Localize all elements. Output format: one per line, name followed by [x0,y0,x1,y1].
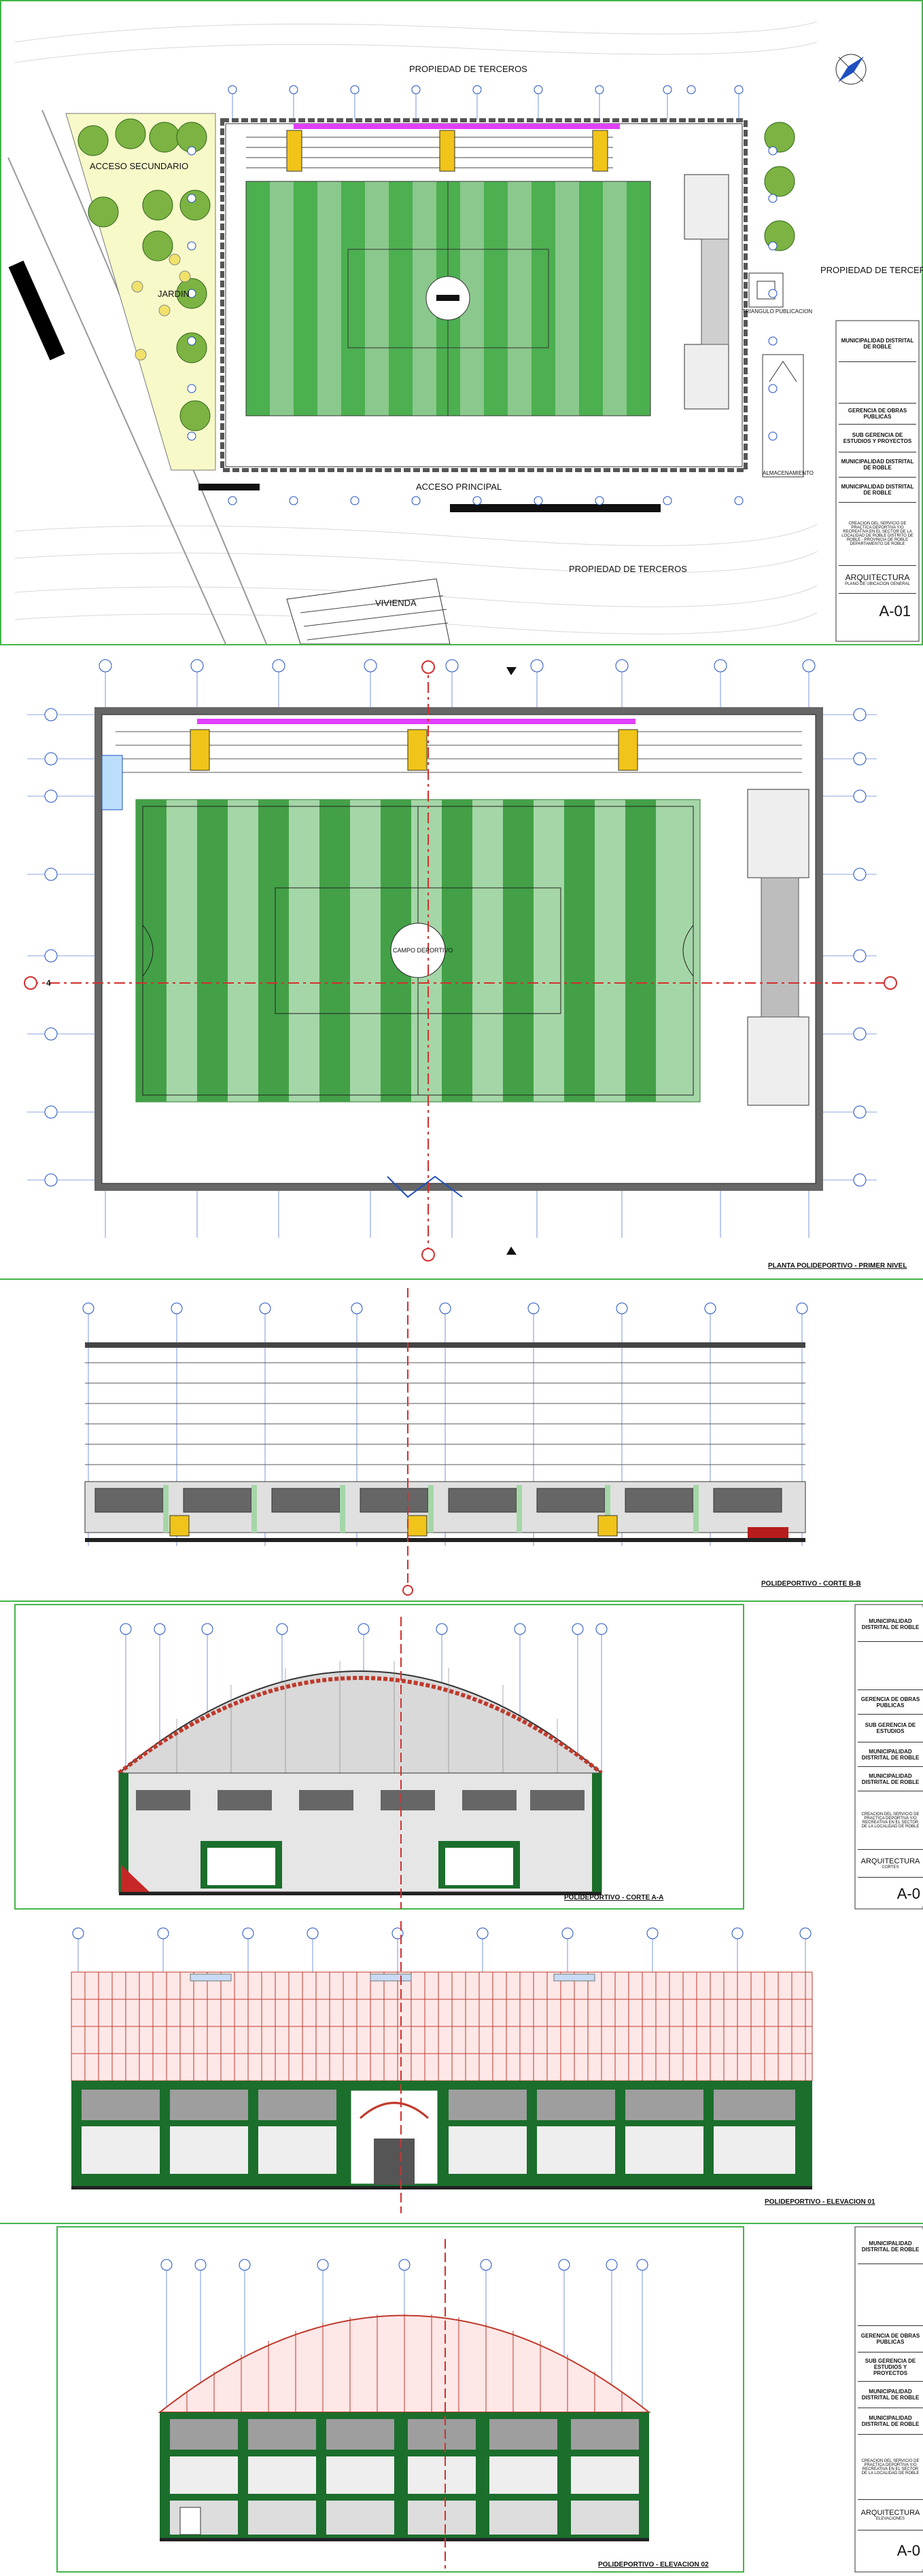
services-block [684,174,729,240]
bleachers-magenta [294,124,620,129]
tb-specialty-text: ARQUITECTURA [860,2509,920,2517]
road [7,157,226,644]
floor-plan-caption: PLANTA POLIDEPORTIVO - PRIMER NIVEL [768,1262,907,1270]
tb-project: CREACION DEL SERVICIO DE PRACTICA DEPORT… [858,1791,923,1850]
tb-blank [858,2264,923,2326]
label-garden: JARDIN [158,289,190,299]
section-bb-red-door [748,1527,788,1538]
tb-office3: MUNICIPALIDAD DISTRITAL DE ROBLE [858,1742,923,1767]
tb-office3: MUNICIPALIDAD DISTRITAL DE ROBLE [858,2382,923,2408]
title-block-cortes: MUNICIPALIDAD DISTRITAL DE ROBLE GERENCI… [858,1607,923,1906]
label-flag-triangle: TRIANGULO PUBLICACION [742,308,813,315]
elevation-01-drawing [71,1921,813,2213]
sheet-elevation-01: POLIDEPORTIVO - ELEVACION 01 [0,1914,923,2224]
site-plan-drawing [7,21,920,644]
tb-blank [858,1642,923,1690]
tb-office4: MUNICIPALIDAD DISTRITAL DE ROBLE [858,2408,923,2435]
label-east-neighbor: PROPIEDAD DE TERCEROS [820,265,923,275]
label-main-access: ACCESO PRINCIPAL [416,482,502,492]
tb-plan-title: CORTES [882,1865,899,1870]
tb-office2: SUB GERENCIA DE ESTUDIOS Y PROYECTOS [839,425,916,452]
title-block-a01: MUNICIPALIDAD DISTRITAL DE ROBLE GERENCI… [839,326,916,639]
floor-plan-drawing [24,659,897,1262]
floor-section-mark: 4 [46,978,51,988]
tb-specialty: ARQUITECTURA CORTES [858,1850,923,1878]
sheet-site-plan: PROPIEDAD DE TERCEROS PROPIEDAD DE TERCE… [0,0,923,645]
main-access-bar [450,504,661,512]
tb-office2: SUB GERENCIA DE ESTUDIOS Y PROYECTOS [858,2353,923,2382]
tb-sheet-number: A-01 [839,594,916,629]
tb-sheet-number-text: A-0 [896,2542,920,2559]
sheet-section-bb: POLIDEPORTIVO - CORTE B-B [0,1281,923,1602]
section-aa-stair [121,1865,150,1892]
section-bb-drawing [82,1288,808,1596]
tb-office1: GERENCIA DE OBRAS PUBLICAS [839,404,916,425]
tb-project: CREACION DEL SERVICIO DE PRACTICA DEPORT… [839,503,916,566]
elevation-02-caption: POLIDEPORTIVO - ELEVACION 02 [598,2561,709,2569]
tb-specialty: ARQUITECTURA PLANO DE UBICACION GENERAL [839,566,916,594]
floor-corridor [761,877,799,1018]
floor-field-label: CAMPO DEPORTIVO [393,947,453,954]
tb-blank [839,362,916,404]
section-aa-caption: POLIDEPORTIVO - CORTE A-A [564,1894,664,1901]
tb-office1: GERENCIA DE OBRAS PUBLICAS [858,2326,923,2353]
tb-project: CREACION DEL SERVICIO DE PRACTICA DEPORT… [858,2435,923,2500]
tb-sheet-number-text: A-0 [896,1885,920,1902]
tb-specialty: ARQUITECTURA ELEVACIONES [858,2500,923,2530]
tb-sheet-number: A-0 [858,1878,923,1910]
elevation-01-caption: POLIDEPORTIVO - ELEVACION 01 [765,2198,875,2206]
tb-sheet-number-text: A-01 [879,603,911,620]
road-marking [8,260,65,361]
title-block-elevaciones: MUNICIPALIDAD DISTRITAL DE ROBLE GERENCI… [858,2230,923,2569]
tb-specialty-text: ARQUITECTURA [845,573,910,582]
tb-office4: MUNICIPALIDAD DISTRITAL DE ROBLE [839,478,916,503]
elevation-02-drawing [56,2226,923,2573]
label-south-neighbor: PROPIEDAD DE TERCEROS [569,564,687,574]
north-arrow-icon [835,54,867,85]
elevation-02-facade [160,2412,649,2538]
section-aa-drawing [14,1604,923,1910]
sheet-elevation-02: POLIDEPORTIVO - ELEVACION 02 MUNICIPALID… [0,2225,923,2576]
tb-municipality: MUNICIPALIDAD DISTRITAL DE ROBLE [858,1607,923,1642]
floor-services-top [747,789,809,878]
tb-municipality: MUNICIPALIDAD DISTRITAL DE ROBLE [839,326,916,362]
section-aa-wall [118,1772,602,1893]
tb-plan-title: PLANO DE UBICACION GENERAL [845,582,910,586]
tb-office3: MUNICIPALIDAD DISTRITAL DE ROBLE [839,452,916,478]
tb-sheet-number: A-0 [858,2530,923,2571]
floor-services-bottom [747,1016,809,1106]
floor-main-entrance [387,1175,463,1198]
label-housing: VIVIENDA [375,598,417,608]
tb-office4: MUNICIPALIDAD DISTRITAL DE ROBLE [858,1767,923,1791]
tb-office1: GERENCIA DE OBRAS PUBLICAS [858,1690,923,1715]
tb-municipality: MUNICIPALIDAD DISTRITAL DE ROBLE [858,2230,923,2264]
section-bb-caption: POLIDEPORTIVO - CORTE B-B [761,1580,861,1588]
label-secondary-access: ACCESO SECUNDARIO [90,161,189,171]
sheet-floor-plan: CAMPO DEPORTIVO 4 PLANTA POLIDEPORTIVO -… [0,647,923,1280]
tb-office2: SUB GERENCIA DE ESTUDIOS [858,1715,923,1742]
label-north-neighbor: PROPIEDAD DE TERCEROS [409,64,527,74]
section-aa-arch [118,1670,602,1774]
label-ramp: ALMACENAMIENTO [763,470,814,476]
tb-specialty-text: ARQUITECTURA [860,1857,920,1865]
tb-plan-title: ELEVACIONES [876,2517,905,2521]
sheet-section-aa: POLIDEPORTIVO - CORTE A-A MUNICIPALIDAD … [0,1603,923,1912]
